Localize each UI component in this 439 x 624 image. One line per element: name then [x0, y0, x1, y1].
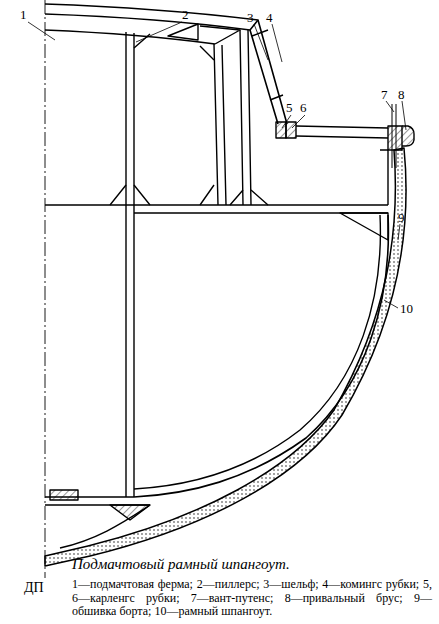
key-item: 2—пиллерс; [197, 577, 260, 591]
key-item: 3—шельф; [263, 577, 318, 591]
truss-lower-chord [45, 30, 215, 44]
carling [286, 122, 296, 138]
shelf [252, 30, 283, 100]
floor-timber [50, 490, 78, 500]
leader-lines [28, 22, 406, 308]
callout-number: 5 [286, 101, 293, 114]
key-item: 8—привальный брус; [285, 591, 403, 605]
web-frame [134, 215, 380, 489]
web-frame [134, 215, 388, 497]
callout-number: 10 [400, 302, 413, 315]
keel [60, 505, 150, 548]
callout-number: 1 [20, 8, 27, 21]
callout-number: 7 [381, 88, 388, 101]
key-item: 4—комингс рубки; [322, 577, 419, 591]
callout-number: 2 [182, 8, 189, 21]
key-item: 10—рамный шпангоут. [154, 604, 272, 618]
key-item: 1—подмачтовая ферма; [72, 577, 193, 591]
hull-planking [45, 148, 406, 566]
coaming [250, 20, 287, 124]
side-deck [296, 126, 388, 138]
callout-number: 3 [247, 11, 254, 24]
frame-top [380, 150, 388, 205]
rub-rail [402, 126, 414, 146]
callout-number: 4 [266, 11, 273, 24]
centreline-label: ДП [24, 581, 44, 594]
centreline [45, 0, 46, 578]
truss-web [200, 26, 240, 44]
callout-number: 8 [398, 88, 405, 101]
key-list: 1—подмачтовая ферма; 2—пиллерс; 3—шельф;… [72, 578, 432, 619]
pillar [126, 32, 134, 497]
deck-beam [45, 205, 388, 213]
callout-number: 9 [398, 211, 405, 224]
caption: Подмачтовый рамный шпангоут. [72, 556, 290, 573]
knee [110, 185, 268, 205]
cabin-roof [45, 4, 258, 30]
truss-upright [214, 44, 226, 205]
key-item: 7—вант-путенс; [191, 591, 274, 605]
truss-upright [240, 30, 251, 205]
gunwale [388, 126, 402, 150]
callout-number: 6 [300, 101, 307, 114]
